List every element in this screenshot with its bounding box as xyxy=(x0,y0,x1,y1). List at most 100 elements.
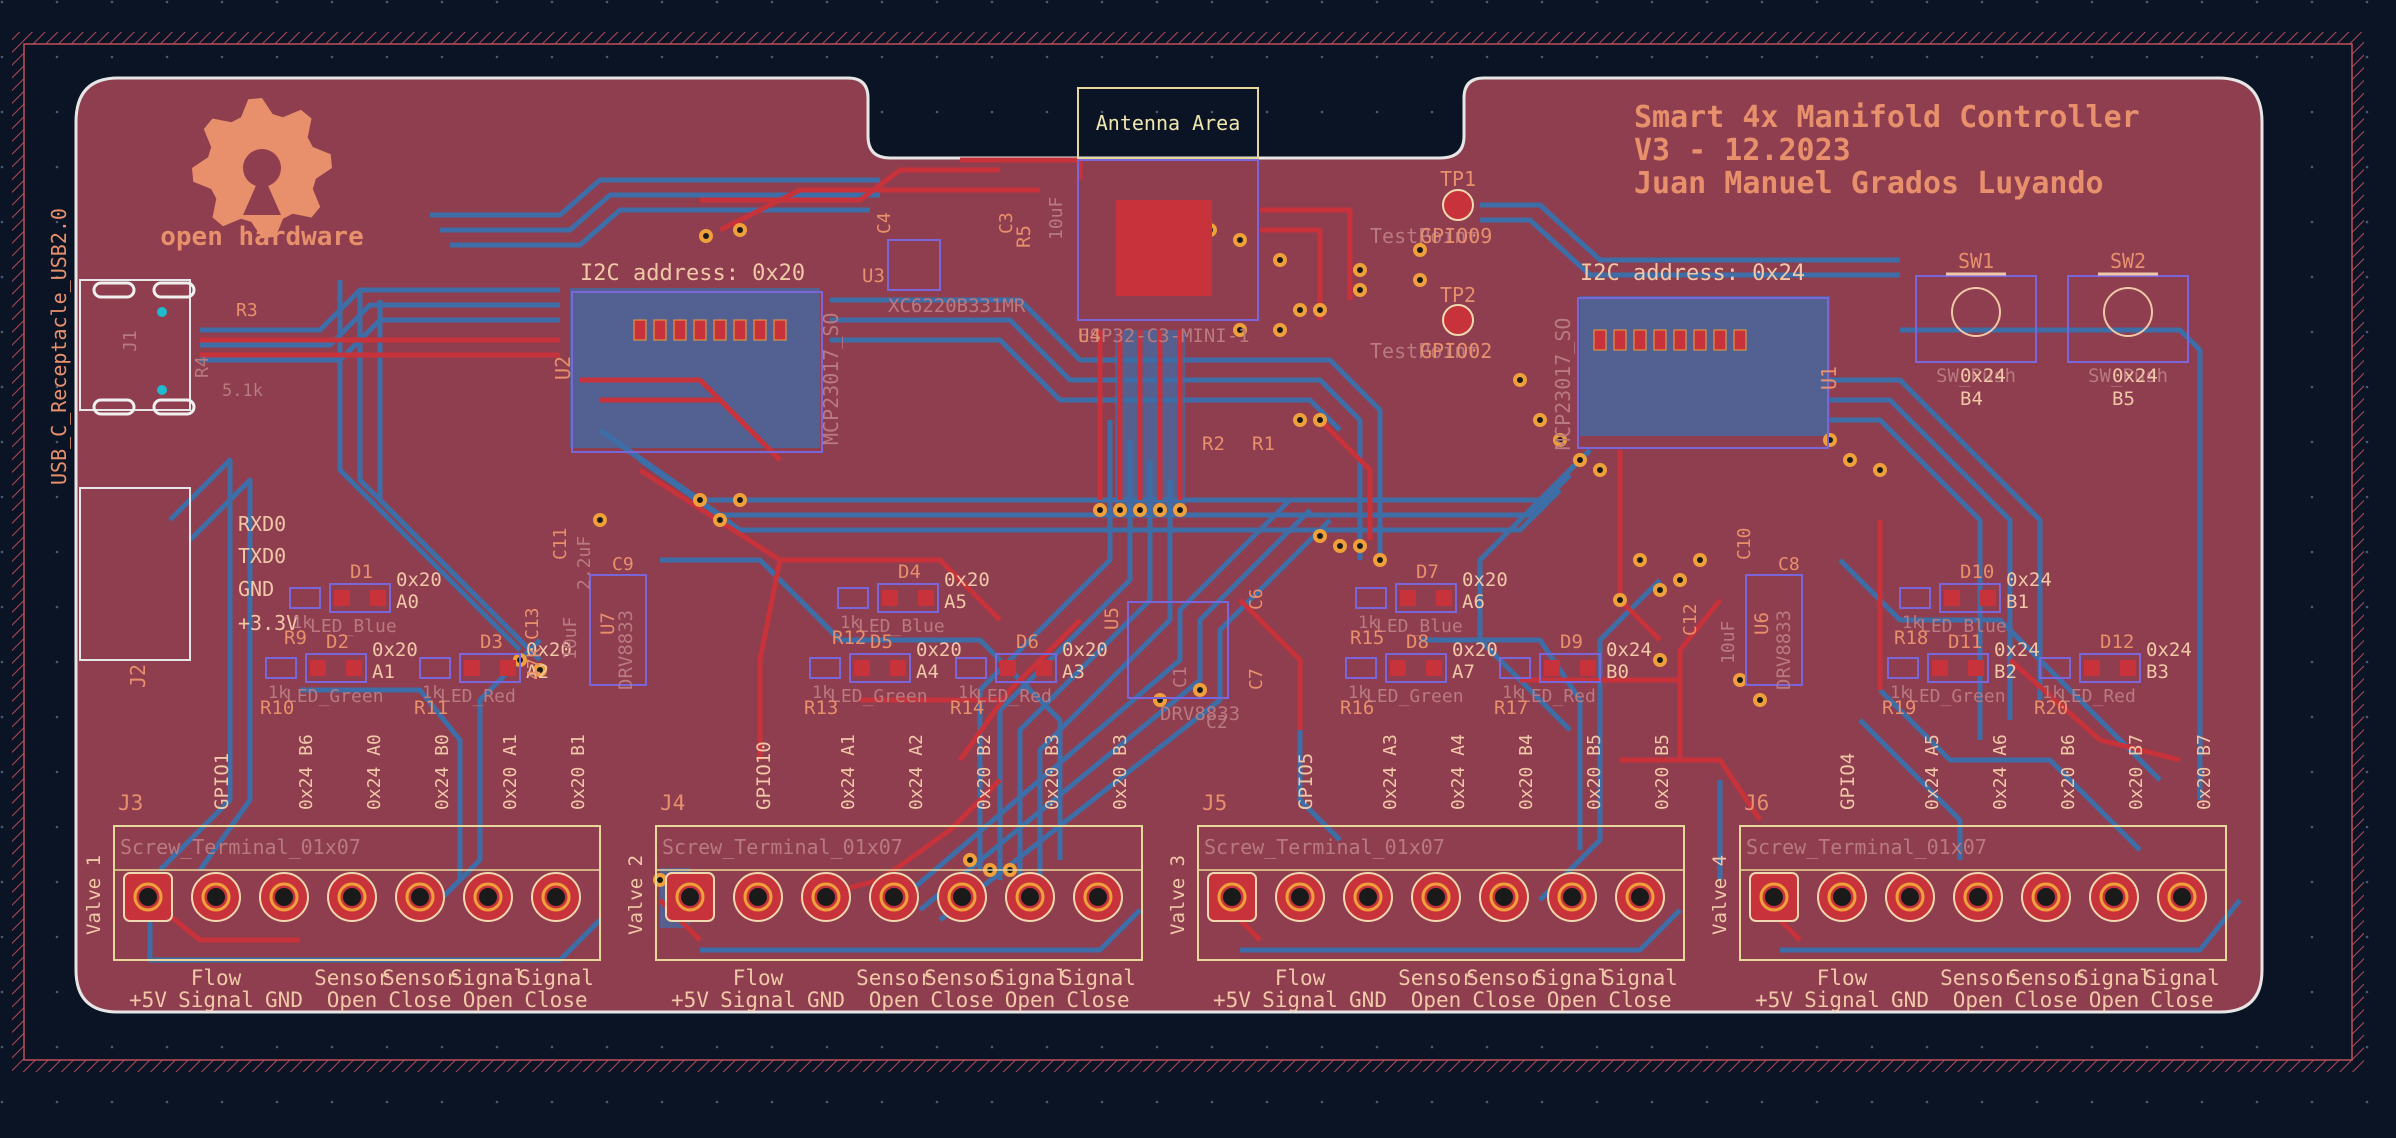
valve-label: Valve 3 xyxy=(1167,855,1189,935)
resistor-val: 1k xyxy=(840,613,860,633)
pin-label-top: Signal xyxy=(992,966,1068,990)
terminal-pad[interactable] xyxy=(937,872,987,922)
pin-label-top: Sensor xyxy=(1398,966,1474,990)
led-pad xyxy=(346,660,362,676)
terminal-pad[interactable] xyxy=(1073,872,1123,922)
pin-label-top: Signal xyxy=(450,966,526,990)
terminal-pad[interactable] xyxy=(1953,872,2003,922)
led-body xyxy=(1939,583,2001,613)
terminal-pad[interactable] xyxy=(1817,872,1867,922)
tp1-label: TestPoint xyxy=(1370,224,1478,248)
usb-c-connector-j1[interactable]: J1 USB_C_Receptacle_USB2.0 xyxy=(47,208,196,485)
gpio-label: GPIO10 xyxy=(753,741,775,810)
terminal-pad[interactable] xyxy=(463,872,513,922)
regulator-u3: U3 XC6220B331MR R5 xyxy=(862,225,1035,317)
led-type: LED_Red xyxy=(976,686,1052,707)
uart-header-j2[interactable]: J2 RXD0 TXD0 GND +3.3V xyxy=(79,487,298,688)
sw1-addr: 0x24 xyxy=(1960,365,2006,387)
terminal-pad[interactable] xyxy=(2021,872,2071,922)
led-type: LED_Blue xyxy=(1920,616,2007,637)
resistor-body xyxy=(2039,657,2071,679)
terminal-pad[interactable] xyxy=(665,872,715,922)
terminal-pad[interactable] xyxy=(123,872,173,922)
resistor-ref: R16 xyxy=(1340,697,1374,719)
terminal-pad[interactable] xyxy=(191,872,241,922)
terminal-pad[interactable] xyxy=(1479,872,1529,922)
pin-label-bottom: GND xyxy=(1891,988,1929,1012)
led-type: LED_Green xyxy=(1366,686,1464,707)
signal-label: 0x20 B1 xyxy=(568,734,589,810)
terminal-pad[interactable] xyxy=(1275,872,1325,922)
pin-label-bottom: +5V xyxy=(1213,988,1251,1012)
pin-label-bottom: +5V xyxy=(671,988,709,1012)
pin-label-bottom: Open xyxy=(1005,988,1056,1012)
led-ref: D1 xyxy=(350,561,373,583)
pin-label-top: Sensor xyxy=(2008,966,2084,990)
terminal-ref: J5 xyxy=(1202,791,1227,815)
resistor-ref: R17 xyxy=(1494,697,1528,719)
terminal-pad[interactable] xyxy=(2089,872,2139,922)
pin-label-bottom: Open xyxy=(1953,988,2004,1012)
led-pin: B2 xyxy=(1994,661,2017,683)
resistor-body xyxy=(265,657,297,679)
resistor-val: 1k xyxy=(1358,613,1378,633)
terminal-pad[interactable] xyxy=(1005,872,1055,922)
terminal-pad[interactable] xyxy=(1885,872,1935,922)
signal-label: 0x20 B5 xyxy=(1652,734,1673,810)
sw1-pin: B4 xyxy=(1960,388,1983,410)
led-body xyxy=(1539,653,1601,683)
led-ref: D2 xyxy=(326,631,349,653)
pin-label-top: Sensor xyxy=(1466,966,1542,990)
j1-ref: J1 xyxy=(120,330,141,352)
board-version: V3 - 12.2023 xyxy=(1634,133,1851,168)
terminal-pad[interactable] xyxy=(1343,872,1393,922)
sw1-ref: SW1 xyxy=(1958,249,1994,273)
terminal-pad[interactable] xyxy=(869,872,919,922)
led-addr: 0x20 xyxy=(526,639,572,661)
terminal-pad[interactable] xyxy=(1615,872,1665,922)
testpoint-tp2[interactable]: TP2 TestPoint GPIO02 xyxy=(1370,283,1492,363)
led-pad xyxy=(1544,660,1560,676)
valve-label: Valve 2 xyxy=(625,855,647,935)
pin-label-top: Flow xyxy=(733,966,784,990)
terminal-pad[interactable] xyxy=(259,872,309,922)
push-switch-sw1[interactable]: SW1 SW_Push 0x24 B4 xyxy=(1915,249,2037,410)
tp2-ref: TP2 xyxy=(1440,283,1476,307)
terminal-pad[interactable] xyxy=(395,872,445,922)
pin-label-bottom: Close xyxy=(388,988,451,1012)
terminal-pad[interactable] xyxy=(1547,872,1597,922)
terminal-pad[interactable] xyxy=(1411,872,1461,922)
terminal-outline xyxy=(113,825,601,961)
terminal-pad[interactable] xyxy=(801,872,851,922)
terminal-pad[interactable] xyxy=(2157,872,2207,922)
led-type: LED_Blue xyxy=(1376,616,1463,637)
terminal-pad[interactable] xyxy=(733,872,783,922)
testpoint-tp1[interactable]: TP1 TestPoint GPIO09 xyxy=(1370,167,1492,248)
led-pad xyxy=(1036,660,1052,676)
push-switch-sw2[interactable]: SW2 SW_Push 0x24 B5 xyxy=(2067,249,2189,410)
led-pin: A7 xyxy=(1452,661,1475,683)
u2-part: MCP23017_SO xyxy=(819,313,843,445)
pin-label-bottom: Open xyxy=(327,988,378,1012)
terminal-pad[interactable] xyxy=(327,872,377,922)
sw2-addr: 0x24 xyxy=(2112,365,2158,387)
c2-ref: C2 xyxy=(1206,712,1228,733)
back-zone-u2 xyxy=(570,288,820,448)
terminal-pad[interactable] xyxy=(1749,872,1799,922)
tp2-value: GPIO02 xyxy=(1420,339,1492,363)
resistor-ref: R9 xyxy=(284,627,307,649)
terminal-pad[interactable] xyxy=(531,872,581,922)
terminal-part: Screw_Terminal_01x07 xyxy=(662,835,903,859)
led-pad xyxy=(370,590,386,606)
terminal-pad[interactable] xyxy=(1207,872,1257,922)
resistor-body xyxy=(955,657,987,679)
c12-ref: C12 xyxy=(1680,603,1701,636)
led-pin: B1 xyxy=(2006,591,2029,613)
